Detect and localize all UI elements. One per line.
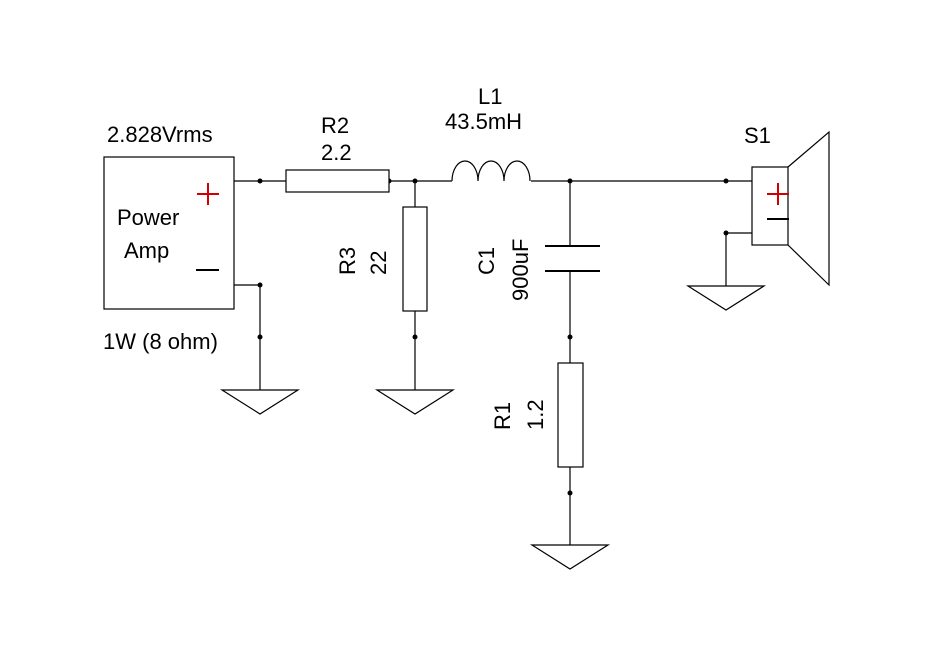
r3-value-label: 22 (366, 251, 391, 275)
amp-rating-label: 1W (8 ohm) (103, 329, 218, 354)
l1-value-label: 43.5mH (445, 109, 522, 134)
junction-dots (257, 178, 729, 496)
resistor-r3: R3 22 (335, 206, 428, 312)
r3-ref-label: R3 (335, 247, 360, 275)
amp-label-line1: Power (117, 205, 179, 230)
amp-voltage-label: 2.828Vrms (107, 122, 213, 147)
c1-value-label: 900uF (508, 239, 533, 301)
r2-ref-label: R2 (321, 113, 349, 138)
s1-ref-label: S1 (744, 123, 771, 148)
r1-ref-label: R1 (490, 402, 515, 430)
power-amp: 2.828Vrms Power Amp 1W (8 ohm) (103, 122, 235, 354)
c1-ref-label: C1 (474, 247, 499, 275)
resistor-r1: R1 1.2 (490, 362, 584, 468)
ground-icon (529, 544, 611, 570)
amp-label-line2: Amp (124, 238, 169, 263)
ground-icon (219, 389, 301, 415)
r2-value-label: 2.2 (321, 140, 352, 165)
inductor-l1: L1 43.5mH (445, 84, 531, 182)
ground-icon (374, 389, 456, 415)
speaker-s1: S1 (744, 123, 830, 287)
resistor-r2: R2 2.2 (285, 113, 390, 193)
ground-icon (685, 285, 767, 311)
amp-plus-icon (197, 183, 219, 205)
l1-ref-label: L1 (478, 84, 502, 109)
r1-value-label: 1.2 (523, 399, 548, 430)
speaker-plus-icon (767, 183, 789, 205)
capacitor-c1: C1 900uF (474, 239, 600, 301)
wires (234, 180, 752, 545)
